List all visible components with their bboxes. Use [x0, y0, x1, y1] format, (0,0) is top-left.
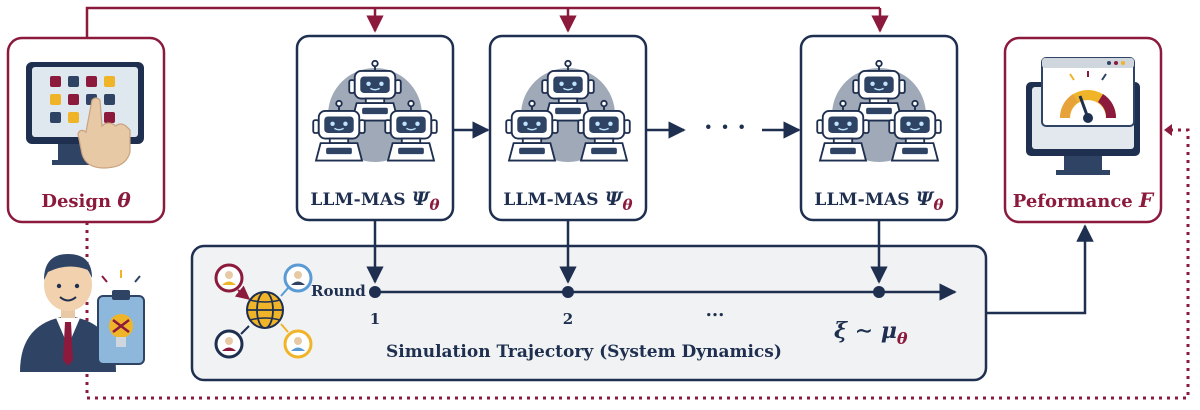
performance-gauge-monitor-icon — [1026, 57, 1140, 175]
round-marker-1 — [369, 286, 381, 298]
designer-person-icon — [20, 254, 145, 372]
mas-name: LLM-MAS — [503, 190, 599, 210]
mas-subscript: θ — [622, 196, 633, 214]
mas-symbol: Ψ — [915, 188, 934, 210]
formula-mu: μ — [880, 318, 897, 344]
mas-subscript: θ — [933, 196, 944, 214]
formula-xi: ξ — [834, 318, 848, 344]
design-to-mas-connector — [85, 6, 889, 38]
round-marker-2 — [562, 286, 574, 298]
round-label: Round — [311, 282, 366, 300]
round-marker-3 — [873, 286, 885, 298]
social-network-globe-icon — [214, 263, 313, 359]
mas-subscript: θ — [429, 196, 440, 214]
mas-name: LLM-MAS — [310, 190, 406, 210]
mas-ellipsis: · · · — [704, 112, 746, 141]
design-symbol: θ — [117, 188, 131, 212]
mas-label-3: LLM-MAS Ψθ — [801, 188, 957, 214]
mas-label-1: LLM-MAS Ψθ — [297, 188, 453, 214]
mas-name: LLM-MAS — [814, 190, 910, 210]
performance-symbol: F — [1139, 188, 1154, 212]
trajectory-title: Simulation Trajectory (System Dynamics) — [386, 342, 782, 362]
mas-symbol: Ψ — [604, 188, 623, 210]
trajectory-formula: ξ ∼ μθ — [834, 318, 908, 348]
design-label: Design θ — [8, 188, 164, 212]
feedback-loop-dotted — [85, 128, 1190, 400]
trajectory-to-performance-arrow — [986, 224, 1094, 315]
design-label-text: Design — [41, 191, 112, 212]
performance-label-text: Peformance — [1012, 191, 1133, 212]
round-tick-1: 1 — [369, 310, 381, 328]
mas-label-2: LLM-MAS Ψθ — [490, 188, 646, 214]
round-tick-2: 2 — [562, 310, 574, 328]
touchscreen-design-icon — [26, 62, 144, 169]
round-tick-3: ... — [705, 300, 725, 321]
performance-label: Peformance F — [1005, 188, 1161, 212]
formula-tilde: ∼ — [854, 318, 874, 344]
mas-symbol: Ψ — [411, 188, 430, 210]
formula-subscript: θ — [896, 329, 908, 348]
